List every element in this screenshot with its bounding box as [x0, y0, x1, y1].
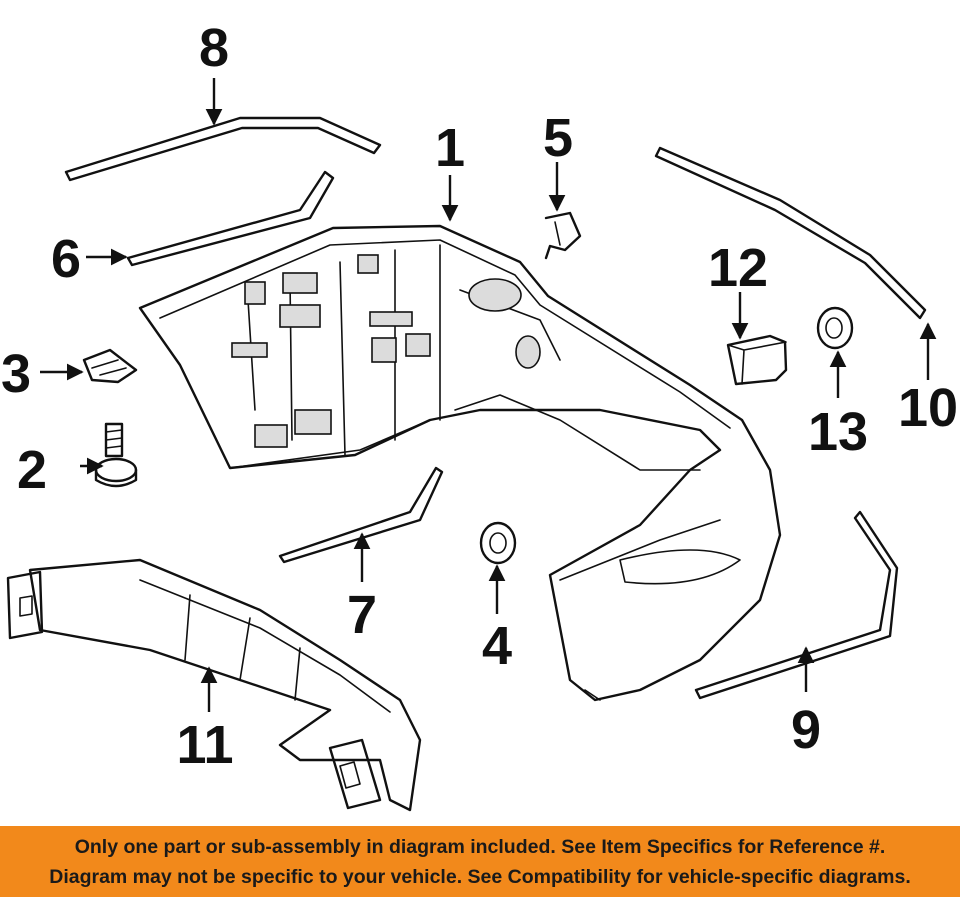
clip-part: [82, 348, 138, 384]
callout-5: 5: [543, 108, 573, 168]
upper-trim-strip-part: [64, 116, 382, 182]
callout-11: 11: [176, 715, 233, 775]
parts-diagram: 1 2 3 4 5 6 7 8 9 10 11 12 13: [1, 18, 958, 812]
bracket-part: [726, 334, 788, 386]
callout-3: 3: [1, 344, 31, 404]
callout-4: 4: [482, 616, 512, 676]
side-molding-part: [694, 510, 899, 700]
callout-10: 10: [898, 378, 958, 438]
callout-7: 7: [347, 585, 377, 645]
leader-lines: [40, 78, 937, 712]
plug-part: [816, 306, 854, 350]
grommet-part: [479, 521, 517, 565]
molding-strip-part: [126, 170, 335, 267]
lower-molding-strip-part: [278, 466, 444, 564]
callout-8: 8: [199, 18, 229, 78]
bumper-cover-part: [138, 224, 782, 702]
notice-banner: Only one part or sub-assembly in diagram…: [0, 826, 960, 897]
callout-1: 1: [435, 118, 465, 178]
top-trim-part: [654, 146, 927, 320]
callout-2: 2: [17, 440, 47, 500]
notice-line-1: Only one part or sub-assembly in diagram…: [74, 835, 886, 858]
callout-13: 13: [808, 402, 868, 462]
callout-9: 9: [791, 700, 821, 760]
bolt-part: [94, 422, 138, 488]
retainer-part: [544, 211, 582, 260]
callout-12: 12: [708, 238, 768, 298]
notice-line-2: Diagram may not be specific to your vehi…: [49, 865, 911, 888]
callout-6: 6: [51, 229, 81, 289]
